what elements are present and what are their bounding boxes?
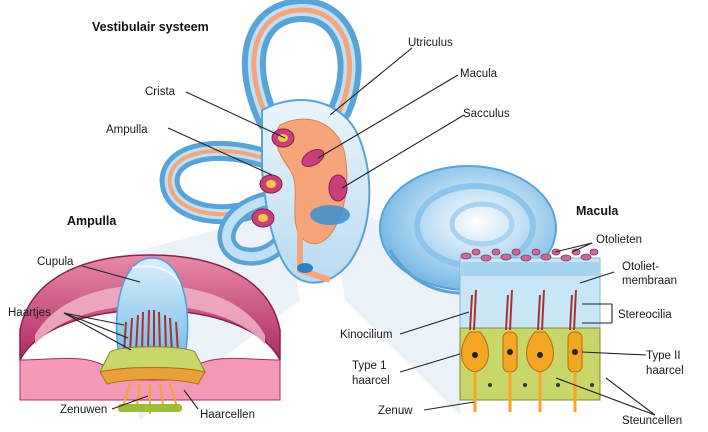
label-ampulla: Ampulla	[106, 124, 148, 136]
label-stereocilia: Stereocilia	[618, 309, 672, 321]
label-otoliet-membraan-2: membraan	[622, 275, 677, 287]
label-type2-2: haarcel	[646, 365, 684, 377]
label-otolieten: Otolieten	[596, 234, 642, 246]
label-macula: Macula	[460, 68, 498, 80]
label-crista: Crista	[145, 86, 176, 98]
label-type2-1: Type II	[646, 350, 681, 362]
label-zenuw: Zenuw	[378, 405, 413, 417]
label-type1-1: Type 1	[352, 360, 387, 372]
label-haartjes: Haartjes	[8, 307, 51, 319]
label-cupula: Cupula	[37, 256, 74, 268]
label-type1-2: haarcel	[352, 375, 390, 387]
label-utriculus: Utriculus	[408, 37, 453, 49]
title-macula: Macula	[576, 204, 619, 218]
label-sacculus: Sacculus	[463, 108, 510, 120]
label-kinocilium: Kinocilium	[340, 329, 392, 341]
label-otoliet-membraan-1: Otoliet-	[622, 261, 659, 273]
title-ampulla: Ampulla	[67, 214, 117, 228]
label-haarcellen: Haarcellen	[200, 409, 255, 421]
saccule-macula	[329, 175, 347, 201]
label-steuncellen: Steuncellen	[622, 415, 682, 427]
title-vestibular: Vestibulair systeem	[92, 20, 209, 34]
label-zenuwen: Zenuwen	[60, 404, 107, 416]
macula-cross-section	[460, 249, 600, 412]
